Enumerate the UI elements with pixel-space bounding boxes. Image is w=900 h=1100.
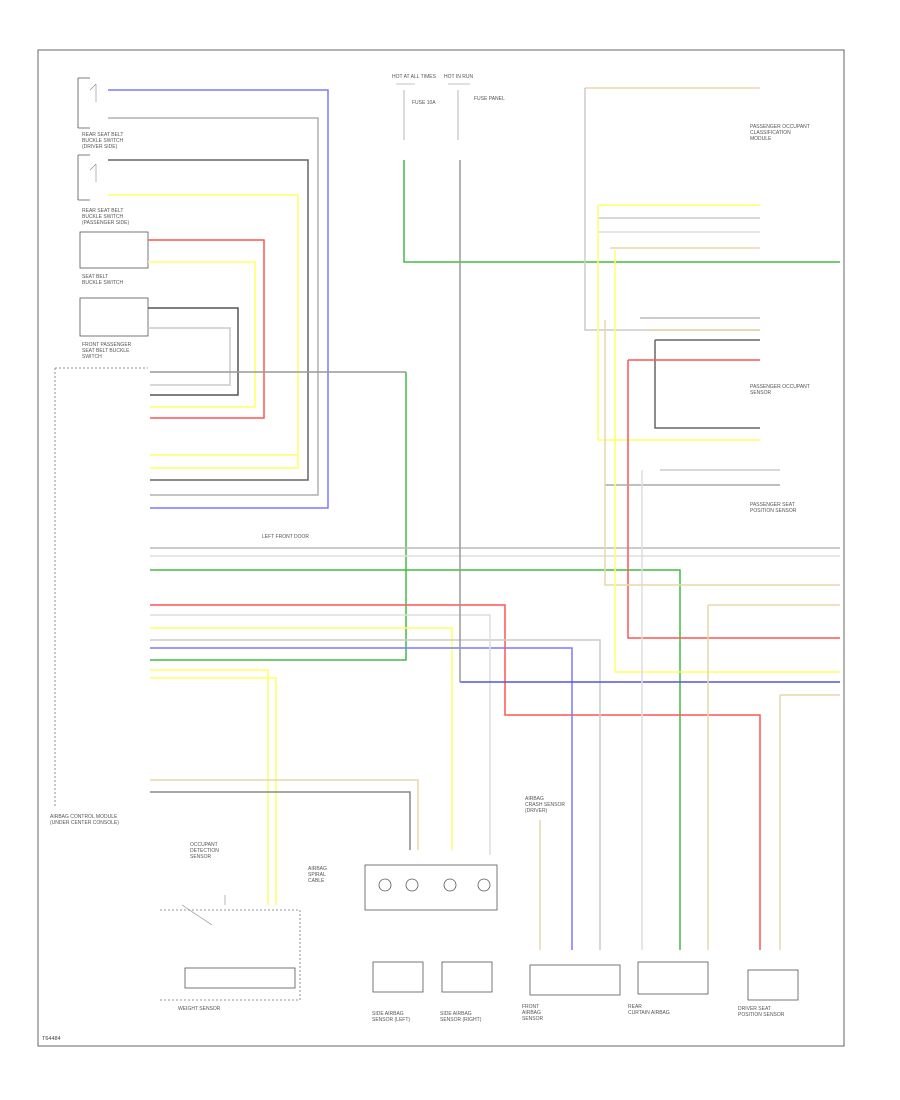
svg-text:PASSENGER OCCUPANT: PASSENGER OCCUPANT [750, 384, 810, 390]
wire-green-1 [150, 372, 407, 661]
wire-gray-right-1 [584, 88, 760, 331]
wire-yellow-right-3 [614, 250, 840, 673]
airbag-spiral-cable: AIRBAG SPIRAL CABLE [308, 864, 498, 911]
svg-text:FUSE 10A: FUSE 10A [412, 100, 436, 106]
wire-green-mid [150, 569, 681, 950]
svg-text:DETECTION: DETECTION [190, 848, 219, 854]
driver-seat-position-sensor: DRIVER SEAT POSITION SENSOR [738, 969, 799, 1018]
svg-text:OCCUPANT: OCCUPANT [190, 842, 218, 848]
front-passenger-buckle-switch: FRONT PASSENGER SEAT BELT BUCKLE SWITCH [79, 297, 149, 360]
svg-text:AIRBAG CONTROL MODULE: AIRBAG CONTROL MODULE [50, 814, 118, 820]
svg-text:AIRBAG: AIRBAG [525, 796, 544, 802]
svg-text:SENSOR: SENSOR [522, 1016, 544, 1022]
wire-gray-mid-4 [150, 614, 491, 855]
wire-red-1 [148, 239, 265, 419]
right-component-labels: PASSENGER OCCUPANT CLASSIFICATION MODULE… [262, 124, 810, 540]
svg-text:BUCKLE SWITCH: BUCKLE SWITCH [82, 214, 124, 220]
svg-text:SIDE AIRBAG: SIDE AIRBAG [372, 1011, 404, 1017]
wire-blue-1 [108, 89, 329, 509]
svg-text:POSITION SENSOR: POSITION SENSOR [738, 1012, 785, 1018]
wire-blue-mid [150, 647, 573, 950]
left-wire-bundle [108, 89, 407, 661]
airbag-control-module: AIRBAG CONTROL MODULE (UNDER CENTER CONS… [50, 367, 148, 826]
wire-darkgray-2 [148, 307, 239, 396]
svg-text:BUCKLE SWITCH: BUCKLE SWITCH [82, 138, 124, 144]
wire-green-power [403, 160, 840, 263]
front-airbag-sensor: FRONT AIRBAG SENSOR [522, 1004, 544, 1022]
side-airbag-sensor-right: SIDE AIRBAG SENSOR (RIGHT) [440, 961, 493, 1023]
wire-red-right [627, 359, 840, 639]
rear-seat-belt-switch-1: REAR SEAT BELT BUCKLE SWITCH (DRIVER SID… [77, 77, 124, 150]
mid-wire-bundle [150, 547, 840, 950]
seat-belt-buckle-switch: SEAT BELT BUCKLE SWITCH [79, 231, 149, 286]
wire-tan-right-4 [604, 320, 840, 586]
svg-text:PASSENGER OCCUPANT: PASSENGER OCCUPANT [750, 124, 810, 130]
svg-text:CRASH SENSOR: CRASH SENSOR [525, 802, 565, 808]
svg-text:(UNDER CENTER CONSOLE): (UNDER CENTER CONSOLE) [50, 820, 119, 826]
svg-text:AIRBAG: AIRBAG [522, 1010, 541, 1016]
svg-text:POSITION SENSOR: POSITION SENSOR [750, 508, 797, 514]
svg-text:SENSOR: SENSOR [750, 390, 772, 396]
svg-text:(PASSENGER SIDE): (PASSENGER SIDE) [82, 220, 129, 226]
svg-text:CABLE: CABLE [308, 878, 325, 884]
svg-text:PASSENGER SEAT: PASSENGER SEAT [750, 502, 795, 508]
wire-dark-mid [150, 791, 411, 850]
rear-curtain-airbag: REAR CURTAIN AIRBAG [628, 961, 709, 1016]
wire-lightgray-2 [148, 327, 231, 386]
svg-text:REAR SEAT BELT: REAR SEAT BELT [82, 132, 123, 138]
svg-text:LEFT FRONT DOOR: LEFT FRONT DOOR [262, 534, 309, 540]
svg-text:SENSOR (LEFT): SENSOR (LEFT) [372, 1017, 410, 1023]
driver-crash-sensor: AIRBAG CRASH SENSOR (DRIVER) [525, 796, 621, 996]
svg-text:AIRBAG: AIRBAG [308, 866, 327, 872]
svg-text:REAR SEAT BELT: REAR SEAT BELT [82, 208, 123, 214]
svg-text:SENSOR: SENSOR [190, 854, 212, 860]
wire-orange-mid [150, 779, 419, 850]
occupant-detection-sensor: OCCUPANT DETECTION SENSOR WEIGHT SENSOR [160, 842, 301, 1012]
svg-text:FRONT: FRONT [522, 1004, 539, 1010]
svg-text:FUSE PANEL: FUSE PANEL [474, 96, 505, 102]
svg-text:SEAT BELT BUCKLE: SEAT BELT BUCKLE [82, 348, 130, 354]
svg-text:FRONT PASSENGER: FRONT PASSENGER [82, 342, 132, 348]
wire-yellow-right-2 [597, 205, 760, 441]
svg-text:DRIVER SEAT: DRIVER SEAT [738, 1006, 771, 1012]
wire-dark-right [654, 339, 760, 429]
svg-text:(DRIVER): (DRIVER) [525, 808, 548, 814]
svg-text:REAR: REAR [628, 1004, 642, 1010]
wire-yellow-1 [108, 194, 299, 469]
diagram-frame [37, 49, 845, 1047]
svg-text:WEIGHT SENSOR: WEIGHT SENSOR [178, 1006, 221, 1012]
wire-tan-right-6 [779, 694, 840, 950]
wire-yellow-mid-1 [150, 627, 453, 850]
side-airbag-sensor-left: SIDE AIRBAG SENSOR (LEFT) [372, 961, 424, 1023]
wire-yellow-mid-2 [150, 669, 269, 905]
svg-text:SPIRAL: SPIRAL [308, 872, 326, 878]
svg-text:CURTAIN AIRBAG: CURTAIN AIRBAG [628, 1010, 670, 1016]
wire-red-mid [150, 604, 761, 950]
wire-tan-right-5 [707, 604, 840, 950]
rear-seat-belt-switch-2: REAR SEAT BELT BUCKLE SWITCH (PASSENGER … [77, 154, 129, 226]
wire-darkgray-1 [108, 159, 309, 481]
svg-text:MODULE: MODULE [750, 136, 772, 142]
svg-text:HOT AT ALL TIMES: HOT AT ALL TIMES [392, 74, 437, 80]
power-feed: HOT AT ALL TIMES HOT IN RUN FUSE 10A FUS… [392, 74, 840, 682]
svg-text:BUCKLE SWITCH: BUCKLE SWITCH [82, 280, 124, 286]
svg-text:SENSOR (RIGHT): SENSOR (RIGHT) [440, 1017, 482, 1023]
svg-text:(DRIVER SIDE): (DRIVER SIDE) [82, 144, 118, 150]
svg-text:SEAT BELT: SEAT BELT [82, 274, 108, 280]
right-wire-bundle [584, 87, 840, 950]
wire-yellow-2 [148, 261, 256, 408]
wire-gray-1 [108, 117, 319, 496]
svg-text:CLASSIFICATION: CLASSIFICATION [750, 130, 791, 136]
diagram-code: T64484 [42, 1036, 61, 1042]
wire-gray-mid-3 [150, 639, 601, 950]
wire-yellow-mid-3 [150, 677, 277, 905]
svg-text:HOT IN RUN: HOT IN RUN [444, 74, 473, 80]
svg-text:SIDE AIRBAG: SIDE AIRBAG [440, 1011, 472, 1017]
svg-text:SWITCH: SWITCH [82, 354, 102, 360]
